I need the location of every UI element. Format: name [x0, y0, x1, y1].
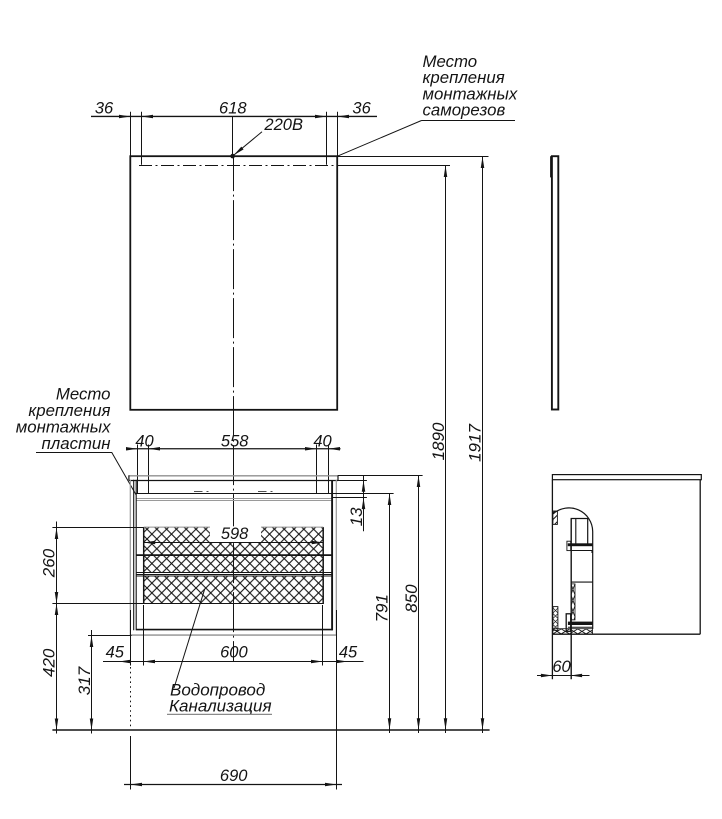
- svg-text:36: 36: [95, 99, 114, 117]
- svg-text:558: 558: [221, 432, 249, 450]
- svg-text:690: 690: [220, 767, 248, 785]
- svg-text:крепления: крепления: [28, 401, 110, 420]
- svg-text:45: 45: [339, 644, 358, 662]
- svg-text:260: 260: [39, 548, 58, 578]
- svg-text:40: 40: [135, 432, 154, 450]
- svg-text:36: 36: [352, 99, 371, 117]
- svg-text:13: 13: [347, 507, 366, 526]
- svg-text:60: 60: [552, 658, 571, 676]
- svg-text:40: 40: [313, 432, 332, 450]
- svg-text:598: 598: [221, 525, 249, 543]
- svg-text:1917: 1917: [465, 424, 484, 462]
- svg-text:1890: 1890: [429, 422, 448, 460]
- svg-text:Место: Место: [56, 385, 111, 404]
- svg-text:Канализация: Канализация: [169, 696, 272, 715]
- svg-text:600: 600: [220, 644, 248, 662]
- svg-text:220В: 220В: [263, 116, 303, 134]
- svg-text:монтажных: монтажных: [16, 418, 111, 437]
- svg-text:850: 850: [402, 584, 421, 613]
- svg-text:420: 420: [39, 648, 58, 677]
- svg-text:пластин: пластин: [42, 434, 111, 453]
- svg-text:317: 317: [75, 666, 94, 695]
- svg-text:Место: Место: [423, 52, 478, 71]
- svg-text:45: 45: [106, 644, 125, 662]
- svg-text:монтажных: монтажных: [423, 84, 518, 103]
- svg-text:крепления: крепления: [423, 68, 505, 87]
- svg-text:Водопровод: Водопровод: [170, 680, 265, 699]
- svg-text:саморезов: саморезов: [423, 101, 506, 120]
- svg-text:791: 791: [373, 594, 392, 622]
- svg-text:618: 618: [219, 99, 247, 117]
